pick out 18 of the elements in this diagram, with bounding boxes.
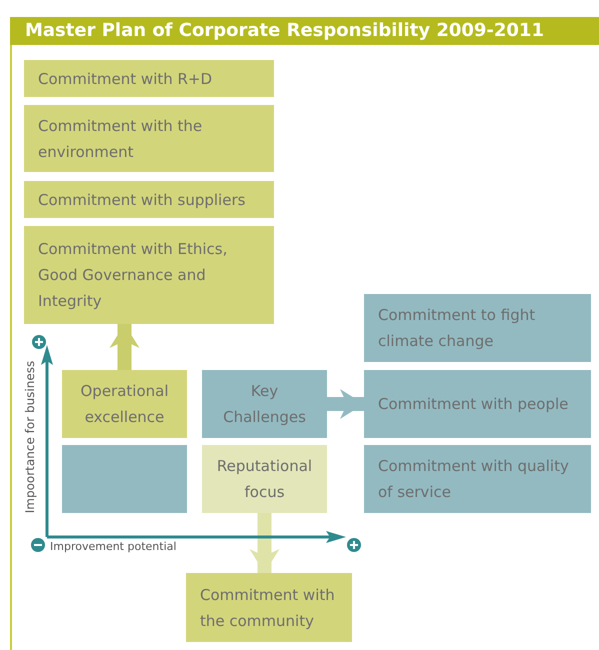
title-bar: Master Plan of Corporate Responsibility 2009-2011 (10, 17, 599, 45)
process-box: Commitment with the community (186, 573, 352, 642)
process-box: Commitment with suppliers (24, 181, 274, 218)
process-box: Commitment with R+D (24, 60, 274, 97)
process-box: Reputational focus (202, 445, 327, 513)
process-box: Commitment with Ethics, Good Governance and Integrity (24, 226, 274, 324)
axis-label: Improvement potential (50, 540, 176, 553)
axis-label: Impoortance for business (23, 360, 37, 516)
arrow (327, 389, 364, 419)
process-box: Commitment with quality of service (364, 445, 591, 513)
process-box: Key Challenges (202, 370, 327, 438)
empty-box (62, 445, 187, 513)
arrow (110, 324, 140, 370)
process-box: Commitment with the environment (24, 105, 274, 172)
arrow (250, 513, 280, 573)
process-box: Commitment to fight climate change (364, 294, 591, 362)
process-box: Commitment with people (364, 370, 591, 438)
process-box: Operational excellence (62, 370, 187, 438)
